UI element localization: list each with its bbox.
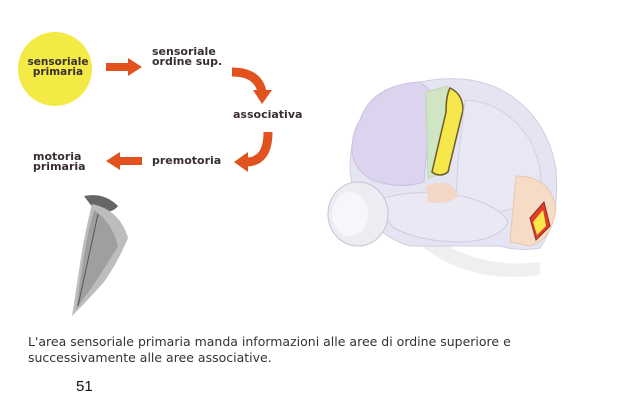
label-premotor: premotoria	[152, 154, 222, 167]
curved-arrow-left-icon	[234, 131, 273, 172]
label-associative: associativa	[233, 108, 303, 121]
label-sensory-higher: sensoriale ordine sup.	[152, 45, 223, 68]
sensory-primary-circle	[18, 32, 92, 106]
curved-arrow-down-icon	[231, 67, 272, 104]
label-sensory-primary: sensoriale primaria	[27, 56, 89, 78]
page-number: 51	[76, 378, 93, 395]
arrow-left-icon	[106, 152, 142, 170]
caption: L'area sensoriale primaria manda informa…	[28, 334, 511, 365]
label-motor-primary: motoria primaria	[33, 150, 86, 173]
arrow-right-icon	[106, 58, 142, 76]
